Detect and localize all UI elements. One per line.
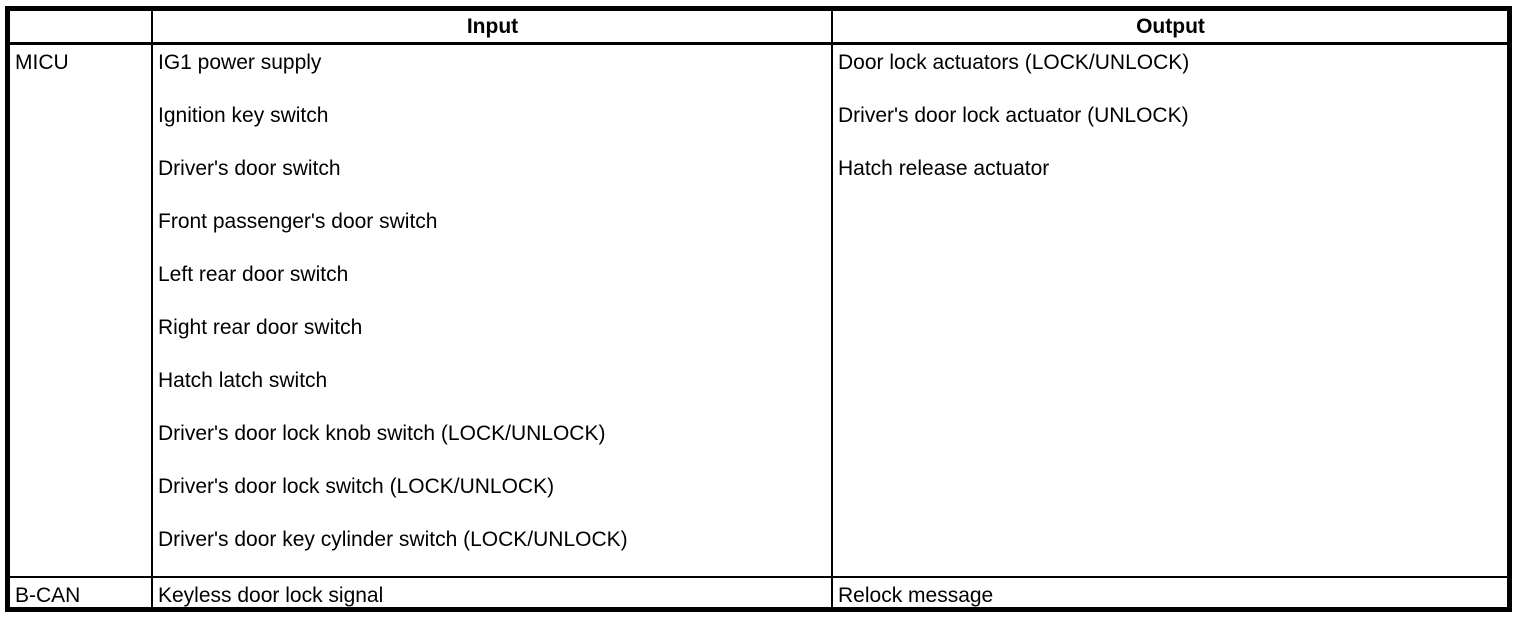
micu-input-item: Front passenger's door switch <box>158 210 438 233</box>
micu-input-item: Ignition key switch <box>158 104 329 127</box>
table-header-row: Input Output <box>10 11 1507 45</box>
bcan-output-cell: Relock message <box>838 584 994 607</box>
micu-input-item: Right rear door switch <box>158 316 363 339</box>
bcan-input-cell: Keyless door lock signal <box>153 578 833 611</box>
micu-input-item: Driver's door key cylinder switch (LOCK/… <box>158 528 628 551</box>
micu-input-cell: IG1 power supply Ignition key switch Dri… <box>153 45 833 576</box>
header-cell-input: Input <box>153 11 833 42</box>
row-label-bcan: B-CAN <box>10 578 153 611</box>
micu-input-item: Left rear door switch <box>158 263 349 286</box>
header-cell-output: Output <box>1136 15 1205 38</box>
micu-output-cell: Door lock actuators (LOCK/UNLOCK) Driver… <box>833 45 1507 576</box>
micu-input-item: Driver's door switch <box>158 157 341 180</box>
table-row-micu: MICU IG1 power supply Ignition key switc… <box>10 45 1507 576</box>
micu-output-item: Door lock actuators (LOCK/UNLOCK) <box>838 51 1190 74</box>
header-cell-blank <box>10 11 153 42</box>
micu-input-item: Driver's door lock switch (LOCK/UNLOCK) <box>158 475 555 498</box>
micu-output-item: Driver's door lock actuator (UNLOCK) <box>838 104 1189 127</box>
micu-input-item: Hatch latch switch <box>158 369 328 392</box>
io-signal-table: Input Output MICU IG1 power supply Ignit… <box>5 6 1512 612</box>
micu-input-item: Driver's door lock knob switch (LOCK/UNL… <box>158 422 606 445</box>
table-row-bcan: B-CAN Keyless door lock signal Relock me… <box>10 576 1507 611</box>
row-label-micu: MICU <box>10 45 153 576</box>
micu-output-item: Hatch release actuator <box>838 157 1050 180</box>
micu-input-item: IG1 power supply <box>158 51 322 74</box>
